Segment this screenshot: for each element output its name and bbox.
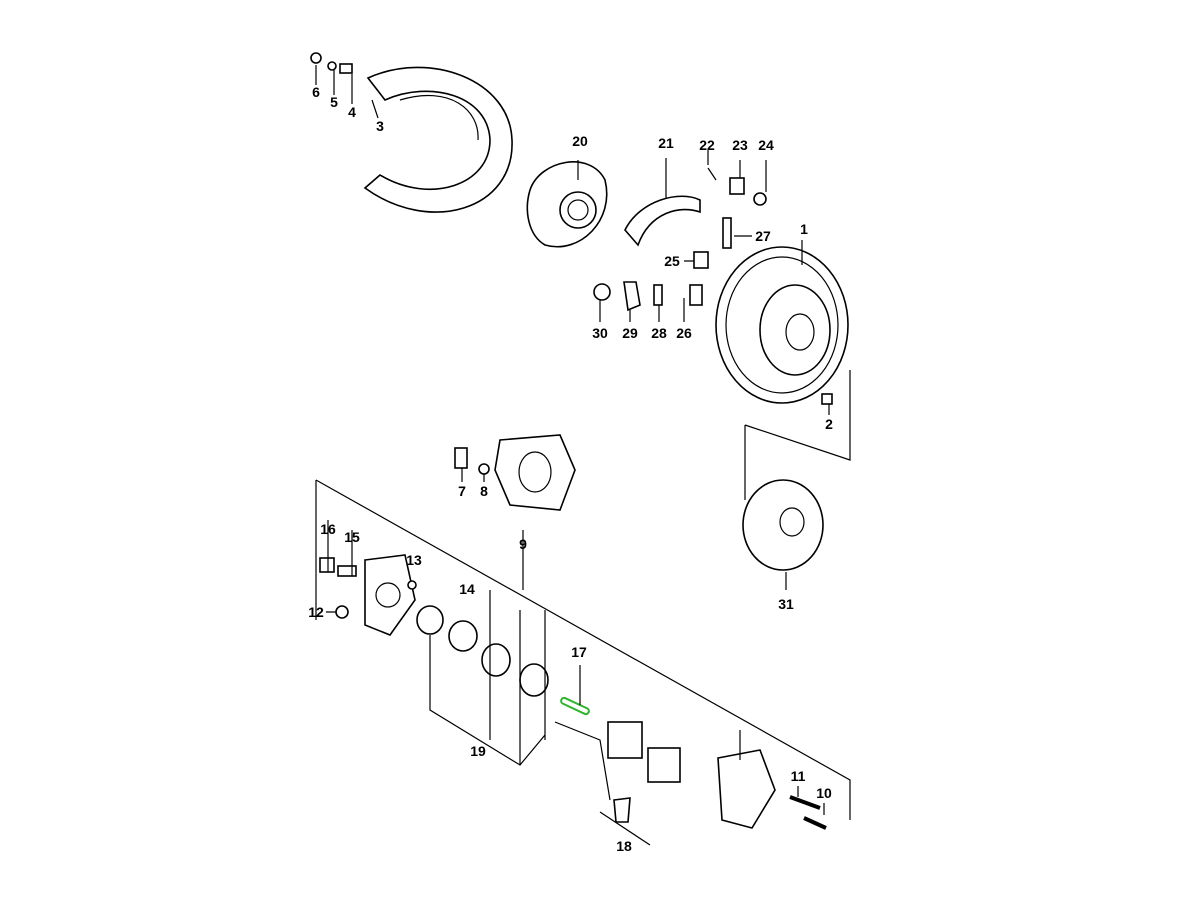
part-label-12[interactable]: 12 (308, 604, 324, 620)
part-17-pin-highlighted[interactable] (560, 696, 590, 716)
brake-pad-2[interactable] (647, 747, 681, 783)
part-2-screw[interactable] (821, 393, 833, 405)
part-1-brake-disc[interactable] (715, 246, 849, 404)
part-10-bolt[interactable] (803, 816, 827, 830)
part-15-bleeder-screw[interactable] (337, 565, 357, 577)
retaining-ring[interactable] (519, 663, 549, 697)
part-label-8[interactable]: 8 (480, 483, 488, 499)
part-12-nut[interactable] (335, 605, 349, 619)
part-label-14[interactable]: 14 (459, 581, 475, 597)
part-label-19[interactable]: 19 (470, 743, 486, 759)
part-label-2[interactable]: 2 (825, 416, 833, 432)
part-label-7[interactable]: 7 (458, 483, 466, 499)
part-11-bolt[interactable] (789, 795, 821, 810)
part-label-25[interactable]: 25 (664, 253, 680, 269)
part-label-17[interactable]: 17 (571, 644, 587, 660)
part-29-lever[interactable] (623, 281, 641, 312)
part-label-9[interactable]: 9 (519, 536, 527, 552)
part-20-backing-plate[interactable] (526, 161, 608, 248)
part-label-20[interactable]: 20 (572, 133, 588, 149)
part-label-4[interactable]: 4 (348, 104, 356, 120)
part-16-bleeder-cap[interactable] (319, 557, 335, 573)
caliper-housing-left[interactable] (364, 554, 416, 636)
part-13-plug[interactable] (407, 580, 417, 590)
brake-pad-1[interactable] (607, 721, 643, 759)
part-label-5[interactable]: 5 (330, 94, 338, 110)
part-label-3[interactable]: 3 (376, 118, 384, 134)
part-label-10[interactable]: 10 (816, 785, 832, 801)
part-label-26[interactable]: 26 (676, 325, 692, 341)
part-23-spring[interactable] (729, 177, 745, 195)
part-label-29[interactable]: 29 (622, 325, 638, 341)
part-label-13[interactable]: 13 (406, 552, 422, 568)
part-30-cap[interactable] (593, 283, 611, 301)
part-label-31[interactable]: 31 (778, 596, 794, 612)
part-24-cap[interactable] (753, 192, 767, 206)
part-28-spring[interactable] (653, 284, 663, 306)
part-label-27[interactable]: 27 (755, 228, 771, 244)
part-7-bolt[interactable] (454, 447, 468, 469)
part-21-brake-shoe[interactable] (624, 195, 701, 247)
part-label-21[interactable]: 21 (658, 135, 674, 151)
part-9-caliper[interactable] (494, 434, 576, 511)
part-label-6[interactable]: 6 (312, 84, 320, 100)
part-26-adjuster-screw[interactable] (689, 284, 703, 306)
part-4-bolt[interactable] (339, 63, 353, 74)
part-8-washer[interactable] (478, 463, 490, 475)
part-label-23[interactable]: 23 (732, 137, 748, 153)
part-3-dust-shield[interactable] (363, 66, 513, 213)
part-18-spreader-spring[interactable] (613, 797, 631, 823)
part-label-22[interactable]: 22 (699, 137, 715, 153)
part-label-16[interactable]: 16 (320, 521, 336, 537)
part-label-1[interactable]: 1 (800, 221, 808, 237)
part-label-24[interactable]: 24 (758, 137, 774, 153)
part-6-nut[interactable] (310, 52, 322, 64)
part-31-hub-disc[interactable] (742, 479, 824, 571)
part-label-30[interactable]: 30 (592, 325, 608, 341)
part-label-15[interactable]: 15 (344, 529, 360, 545)
part-label-18[interactable]: 18 (616, 838, 632, 854)
part-label-28[interactable]: 28 (651, 325, 667, 341)
caliper-housing-right[interactable] (717, 749, 776, 829)
leader-lines (315, 65, 851, 846)
part-25-adjuster[interactable] (693, 251, 709, 269)
dust-boot[interactable] (481, 643, 511, 677)
part-22-pin[interactable] (707, 167, 717, 181)
seal-ring[interactable] (416, 605, 444, 635)
part-label-11[interactable]: 11 (791, 768, 806, 784)
part-5-washer[interactable] (327, 61, 337, 71)
part-14-piston[interactable] (448, 620, 478, 652)
part-27-spring[interactable] (722, 217, 732, 249)
